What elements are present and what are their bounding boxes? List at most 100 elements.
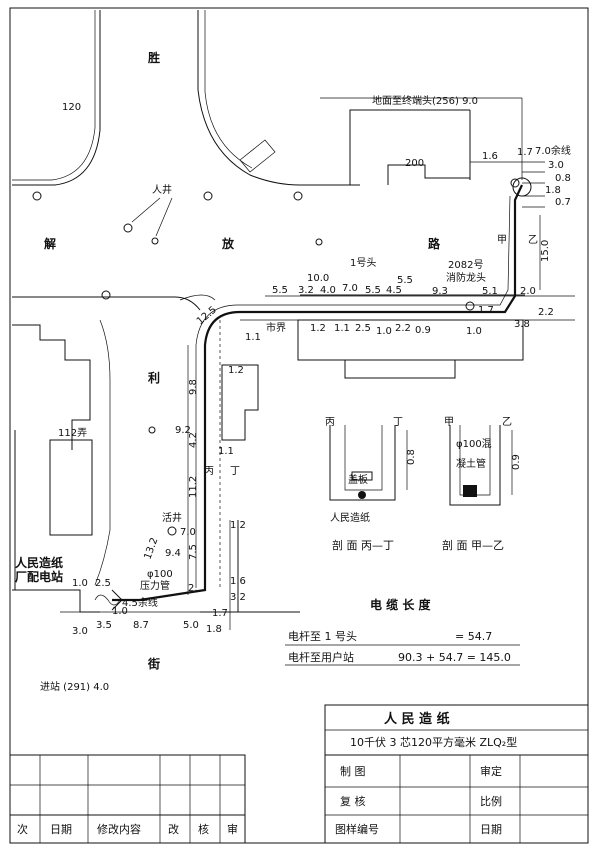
dimension-label: 1.2 (310, 323, 326, 334)
dimension-label: 7.5 (188, 544, 199, 560)
entry-label: 进站 (291) 4.0 (40, 680, 109, 693)
cable-length-row-label: 电杆至 1 号头 (288, 629, 357, 643)
dimension-label: 1.6 (230, 576, 246, 587)
street-name: 利 (148, 370, 160, 385)
revision-header: 审 (227, 822, 238, 836)
house-number: 120 (62, 102, 81, 113)
cover-plate-label: 盖板 (348, 473, 368, 486)
dimension-label: 3.0 (548, 160, 564, 171)
dimension-label: 9.2 (175, 425, 191, 436)
work-well-symbol (167, 526, 177, 536)
manhole-symbol (32, 191, 42, 201)
manhole-symbol (203, 191, 213, 201)
spare-label: 7.0余线 (535, 144, 571, 157)
cable-route (94, 97, 532, 611)
cable-length-title: 电 缆 长 度 (370, 597, 432, 612)
dimension-label: 1.8 (545, 185, 561, 196)
title-block-text: 人 民 造 纸 10千伏 3 芯120平方毫米 ZLQ₂型 制 图 审定 复 核… (335, 711, 517, 836)
dimension-label: 8.7 (133, 620, 149, 631)
street-name: 解 (44, 236, 56, 251)
drawing-subtitle: 10千伏 3 芯120平方毫米 ZLQ₂型 (350, 735, 517, 749)
dimension-label: 1.1 (218, 446, 234, 457)
section-labels: 丙 丁 0.8 盖板 人民造纸 剖 面 丙—丁 甲 乙 φ100混 凝土管 0.… (325, 416, 522, 552)
house-number: 200 (405, 158, 424, 169)
section-bd (329, 425, 408, 501)
dimension-label: 0.9 (415, 325, 431, 336)
lane-label: 112弄 (58, 427, 87, 439)
hydrant-symbol (465, 301, 475, 311)
manhole-symbol (123, 223, 133, 233)
dimension-label: 2.5 (95, 578, 111, 589)
dimension-label: 1.1 (334, 323, 350, 334)
dimension-lines (60, 161, 575, 630)
section-caption: 剖 面 丙—丁 (332, 538, 394, 552)
manhole-symbol (151, 237, 159, 245)
dimension-label: 1.0 (376, 326, 392, 337)
dimension-label: 3.5 (96, 620, 112, 631)
dimension-label: 1.7 (212, 608, 228, 619)
dimension-label: 2. (188, 583, 198, 594)
dimension-label: 1.1 (245, 332, 261, 343)
pipe-label: 压力管 (140, 579, 170, 592)
manhole-symbol (293, 191, 303, 201)
section-jy (449, 425, 513, 506)
dimension-label: 9.3 (432, 286, 448, 297)
section-bing: 丙 (325, 417, 335, 428)
dimension-label: 1.7 (478, 305, 494, 316)
section-yi: 乙 (502, 416, 512, 428)
cable-length-row-value: = 54.7 (455, 630, 492, 643)
cable-length-row-value: 90.3 + 54.7 = 145.0 (398, 651, 511, 664)
city-boundary-label: 市界 (266, 321, 286, 334)
pipe-label: φ100混 (456, 438, 492, 450)
yi-label: 乙 (528, 234, 538, 246)
dimension-label: 2.2 (395, 323, 411, 334)
revision-header: 改 (168, 822, 179, 836)
dimension-label: 5.0 (183, 620, 199, 631)
revision-headers: 次 日期 修改内容 改 核 审 (17, 822, 238, 836)
title-block (324, 704, 589, 844)
dimension-label: 5.5 (365, 285, 381, 296)
section-caption: 剖 面 甲—乙 (442, 538, 504, 552)
dimension-label: 5.5 (272, 285, 288, 296)
drawing-title: 人 民 造 纸 (384, 711, 450, 727)
dimension-label: 10.0 (307, 273, 329, 284)
cable-length-row-label: 电杆至用户站 (288, 650, 354, 664)
drawn-label: 制 图 (340, 765, 366, 778)
dimension-label: 15.0 (540, 240, 551, 262)
date-label: 日期 (480, 823, 502, 836)
station-label: 人民造纸 (15, 555, 63, 570)
dimension-label: 7.0 (342, 283, 358, 294)
manhole-label: 人井 (152, 183, 172, 196)
dimension-label: 3.0 (72, 626, 88, 637)
drawing-frame (9, 7, 589, 844)
street-name: 街 (147, 656, 160, 671)
head-label: 1号头 (350, 257, 376, 269)
dimension-label: 1.2 (228, 365, 244, 376)
dimension-label: 1.6 (482, 151, 498, 162)
street-names: 胜 解 放 路 利 街 112弄 120 200 (44, 50, 441, 671)
ding-label: 丁 (230, 466, 240, 477)
route-labels: 人井 1号头 2082号 消防龙头 地面至终端头(256) 9.0 7.0余线 … (15, 94, 571, 693)
revision-header: 核 (198, 822, 209, 836)
revision-table (9, 754, 246, 844)
dimension-label: 11.2 (188, 476, 199, 498)
dimension-label: 2.0 (520, 286, 536, 297)
section-dim: 0.8 (406, 449, 417, 465)
dimension-label: 5.5 (397, 275, 413, 286)
street-name: 胜 (148, 50, 160, 65)
dimension-label: 4.2 (188, 432, 199, 448)
dimension-label: 1.0 (112, 606, 128, 617)
drawing-no-label: 图样编号 (335, 822, 379, 836)
dimension-label: 9.8 (188, 379, 199, 395)
hydrant-number: 2082号 (448, 259, 483, 271)
work-well-label: 活井 (162, 511, 182, 524)
bing-label: 丙 (204, 466, 214, 477)
dimension-label: 4.5 (386, 285, 402, 296)
dimension-label: 13.2 (142, 536, 160, 561)
dimension-label: 9.4 (165, 548, 181, 559)
dimension-label: 3.8 (514, 319, 530, 330)
dimension-label: 2.2 (538, 307, 554, 318)
dimension-labels: 1.6 1.7 3.0 0.8 1.8 0.7 15.0 10.0 5.5 3.… (72, 147, 571, 637)
section-paper-label: 人民造纸 (330, 511, 370, 524)
street-name: 路 (428, 236, 441, 251)
